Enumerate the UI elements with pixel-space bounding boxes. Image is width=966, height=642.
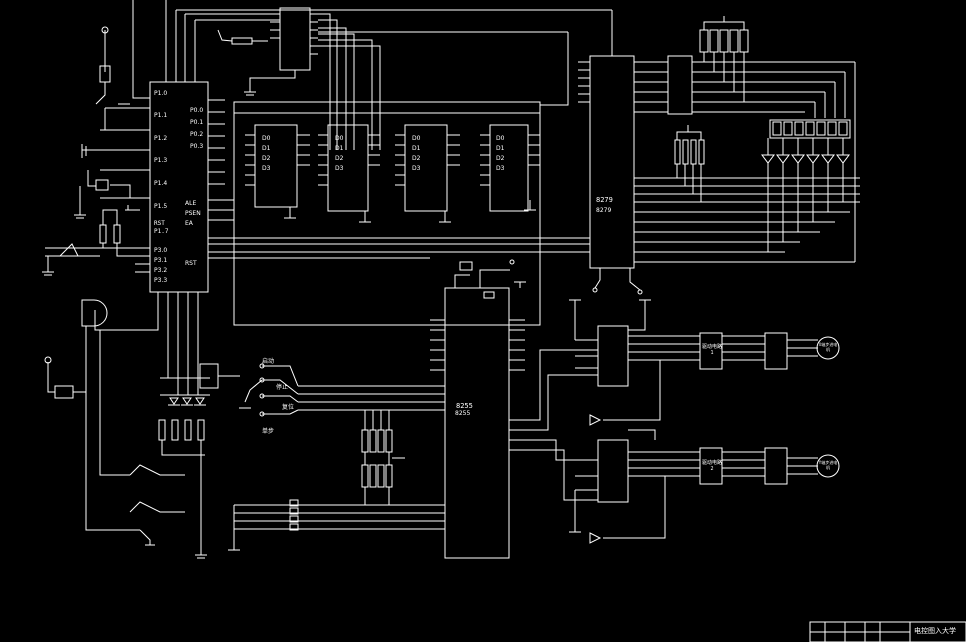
chip-pin-stubs <box>245 134 540 223</box>
svg-text:D0: D0 <box>262 135 271 142</box>
svg-text:D3: D3 <box>496 165 505 172</box>
svg-text:8279: 8279 <box>596 207 611 214</box>
svg-text:P3.0: P3.0 <box>154 247 167 254</box>
clock-reset-circuit <box>42 26 150 276</box>
key-input-panel <box>228 363 405 551</box>
svg-text:D3: D3 <box>412 165 421 172</box>
svg-text:D0: D0 <box>412 135 421 142</box>
svg-text:D2: D2 <box>262 155 271 162</box>
display-driver-chip: 8279 <box>578 55 860 295</box>
svg-text:8255: 8255 <box>455 410 470 417</box>
svg-text:ALE: ALE <box>185 200 196 207</box>
svg-text:P1.1: P1.1 <box>154 112 167 119</box>
limit-switch-circuit <box>44 299 240 559</box>
svg-text:D1: D1 <box>412 145 421 152</box>
svg-text:P3.3: P3.3 <box>154 277 167 284</box>
title-block-frame <box>809 621 966 642</box>
svg-text:P0.1: P0.1 <box>190 119 203 126</box>
io-controller-chip: 8255 <box>234 259 598 559</box>
svg-text:D3: D3 <box>262 165 271 172</box>
svg-text:P3.1: P3.1 <box>154 257 167 264</box>
svg-text:D2: D2 <box>496 155 505 162</box>
svg-text:P0.3: P0.3 <box>190 143 203 150</box>
motor-driver-2 <box>569 429 840 544</box>
svg-text:P1.5: P1.5 <box>154 203 167 210</box>
svg-text:PSEN: PSEN <box>185 210 201 217</box>
data-bus-frame <box>233 101 541 326</box>
svg-text:P3.2: P3.2 <box>154 267 167 274</box>
svg-text:P1.0: P1.0 <box>154 90 167 97</box>
latch-chip-top <box>217 7 318 96</box>
segment-driver <box>667 16 856 262</box>
svg-text:D1: D1 <box>496 145 505 152</box>
motor-driver-1 <box>569 299 840 426</box>
svg-text:P1.4: P1.4 <box>154 180 167 187</box>
svg-text:EA: EA <box>185 220 194 227</box>
svg-text:D0: D0 <box>335 135 344 142</box>
svg-text:P1.2: P1.2 <box>154 135 167 142</box>
mcu-chip: P1.0P1.1 P1.2P1.3 P1.4P1.5 P3.0P3.1 P3.2… <box>94 81 590 395</box>
svg-text:D0: D0 <box>496 135 505 142</box>
svg-text:RST: RST <box>185 260 197 267</box>
svg-text:D3: D3 <box>335 165 344 172</box>
seven-segment-display <box>674 119 851 252</box>
svg-text:D1: D1 <box>262 145 271 152</box>
svg-text:D1: D1 <box>335 145 344 152</box>
svg-text:P0.2: P0.2 <box>190 131 203 138</box>
svg-text:P1.3: P1.3 <box>154 157 167 164</box>
svg-text:P0.0: P0.0 <box>190 107 203 114</box>
svg-text:D2: D2 <box>412 155 421 162</box>
svg-text:D2: D2 <box>335 155 344 162</box>
